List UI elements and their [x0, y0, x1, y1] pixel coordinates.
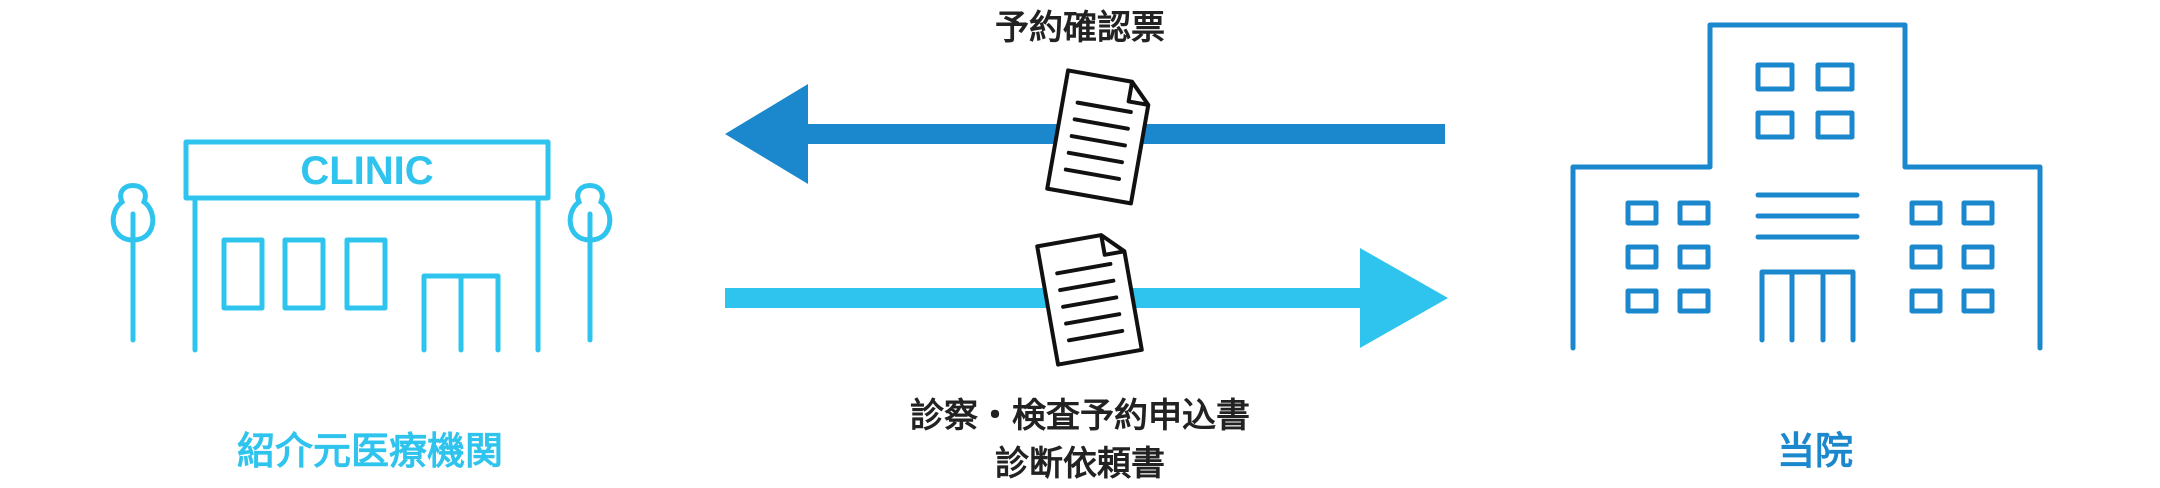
document-icon	[1035, 233, 1144, 367]
clinic-window-1	[221, 237, 265, 311]
tree-icon	[567, 183, 613, 343]
hospital-label: 当院	[1776, 429, 1853, 473]
clinic-sign-text: CLINIC	[300, 149, 433, 193]
document-icon	[1045, 68, 1151, 206]
bottom-flow-label-line2: 診断依頼書	[995, 444, 1165, 484]
hospital-outline	[1570, 22, 2043, 351]
clinic-building-icon	[183, 139, 551, 353]
tree-icon	[110, 183, 156, 343]
bottom-flow-label: 診察・検査予約申込書 診断依頼書	[800, 392, 1360, 488]
hospital-entrance	[1759, 269, 1856, 343]
clinic-window-2	[282, 237, 326, 311]
clinic-label: 紹介元医療機関	[236, 429, 503, 473]
bottom-flow-label-line1: 診察・検査予約申込書	[910, 396, 1250, 436]
clinic-window-3	[344, 237, 388, 311]
clinic-sign-board	[183, 139, 551, 201]
hospital-building-icon	[1570, 22, 2043, 351]
top-flow-label: 予約確認票	[995, 8, 1165, 48]
